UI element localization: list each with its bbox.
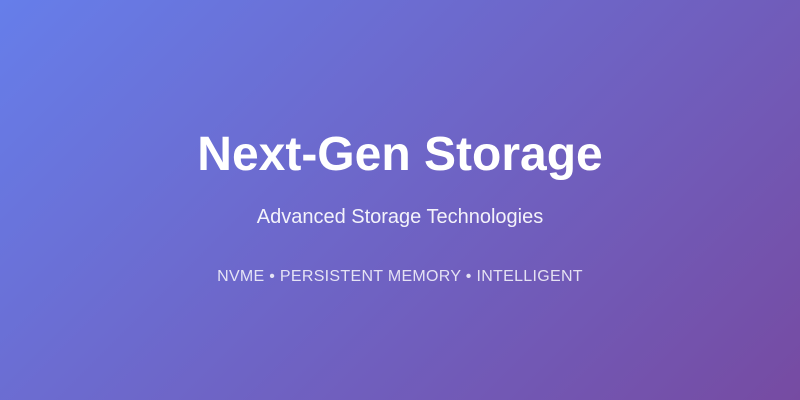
hero-title: Next-Gen Storage [197, 128, 603, 181]
hero-tagline: NVME • PERSISTENT MEMORY • INTELLIGENT [217, 268, 583, 285]
hero-subtitle: Advanced Storage Technologies [256, 206, 544, 228]
